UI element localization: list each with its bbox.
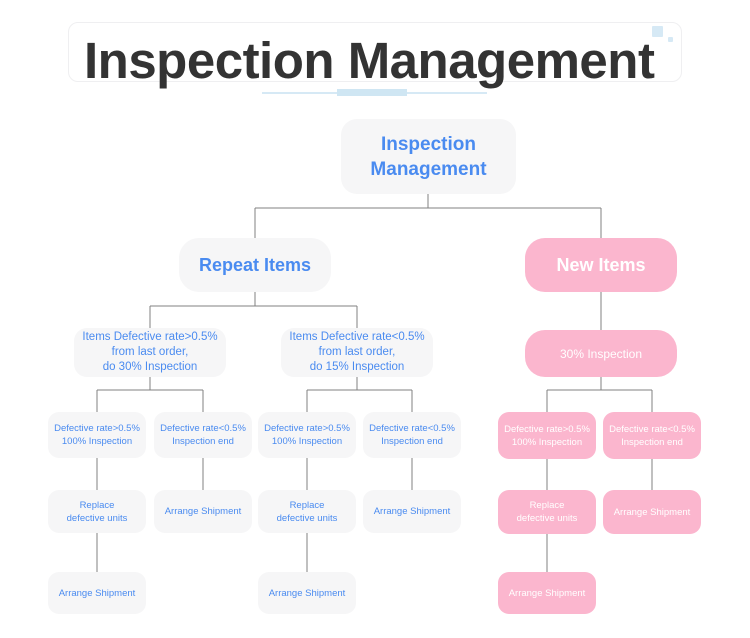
node-arrange-shipment-final-b[interactable]: Arrange Shipment bbox=[258, 572, 356, 614]
node-arrange-shipment-b[interactable]: Arrange Shipment bbox=[363, 490, 461, 533]
node-arrange-shipment-final-c[interactable]: Arrange Shipment bbox=[498, 572, 596, 614]
node-defective-below-inspection-end-b[interactable]: Defective rate<0.5% Inspection end bbox=[363, 412, 461, 458]
page-title: Inspection Management bbox=[84, 32, 655, 89]
title-underline-accent bbox=[337, 89, 407, 96]
node-new-items[interactable]: New Items bbox=[525, 238, 677, 292]
node-replace-defective-units-b[interactable]: Replace defective units bbox=[258, 490, 356, 533]
node-replace-defective-units-c[interactable]: Replace defective units bbox=[498, 490, 596, 534]
node-defective-below-inspection-end-c[interactable]: Defective rate<0.5% Inspection end bbox=[603, 412, 701, 459]
node-inspection-management[interactable]: Inspection Management bbox=[341, 119, 516, 194]
decorative-square-large-icon bbox=[652, 26, 663, 37]
node-thirty-percent-inspection[interactable]: 30% Inspection bbox=[525, 330, 677, 377]
title-card bbox=[68, 22, 682, 82]
decorative-square-small-icon bbox=[668, 37, 673, 42]
node-defective-below-inspection-end-a[interactable]: Defective rate<0.5% Inspection end bbox=[154, 412, 252, 458]
node-arrange-shipment-a[interactable]: Arrange Shipment bbox=[154, 490, 252, 533]
node-defective-above-100-inspection-b[interactable]: Defective rate>0.5% 100% Inspection bbox=[258, 412, 356, 458]
node-arrange-shipment-final-a[interactable]: Arrange Shipment bbox=[48, 572, 146, 614]
node-arrange-shipment-c[interactable]: Arrange Shipment bbox=[603, 490, 701, 534]
node-repeat-items[interactable]: Repeat Items bbox=[179, 238, 331, 292]
node-items-defective-rate-above[interactable]: Items Defective rate>0.5% from last orde… bbox=[74, 328, 226, 377]
node-items-defective-rate-below[interactable]: Items Defective rate<0.5% from last orde… bbox=[281, 328, 433, 377]
node-defective-above-100-inspection-a[interactable]: Defective rate>0.5% 100% Inspection bbox=[48, 412, 146, 458]
node-defective-above-100-inspection-c[interactable]: Defective rate>0.5% 100% Inspection bbox=[498, 412, 596, 459]
node-replace-defective-units-a[interactable]: Replace defective units bbox=[48, 490, 146, 533]
